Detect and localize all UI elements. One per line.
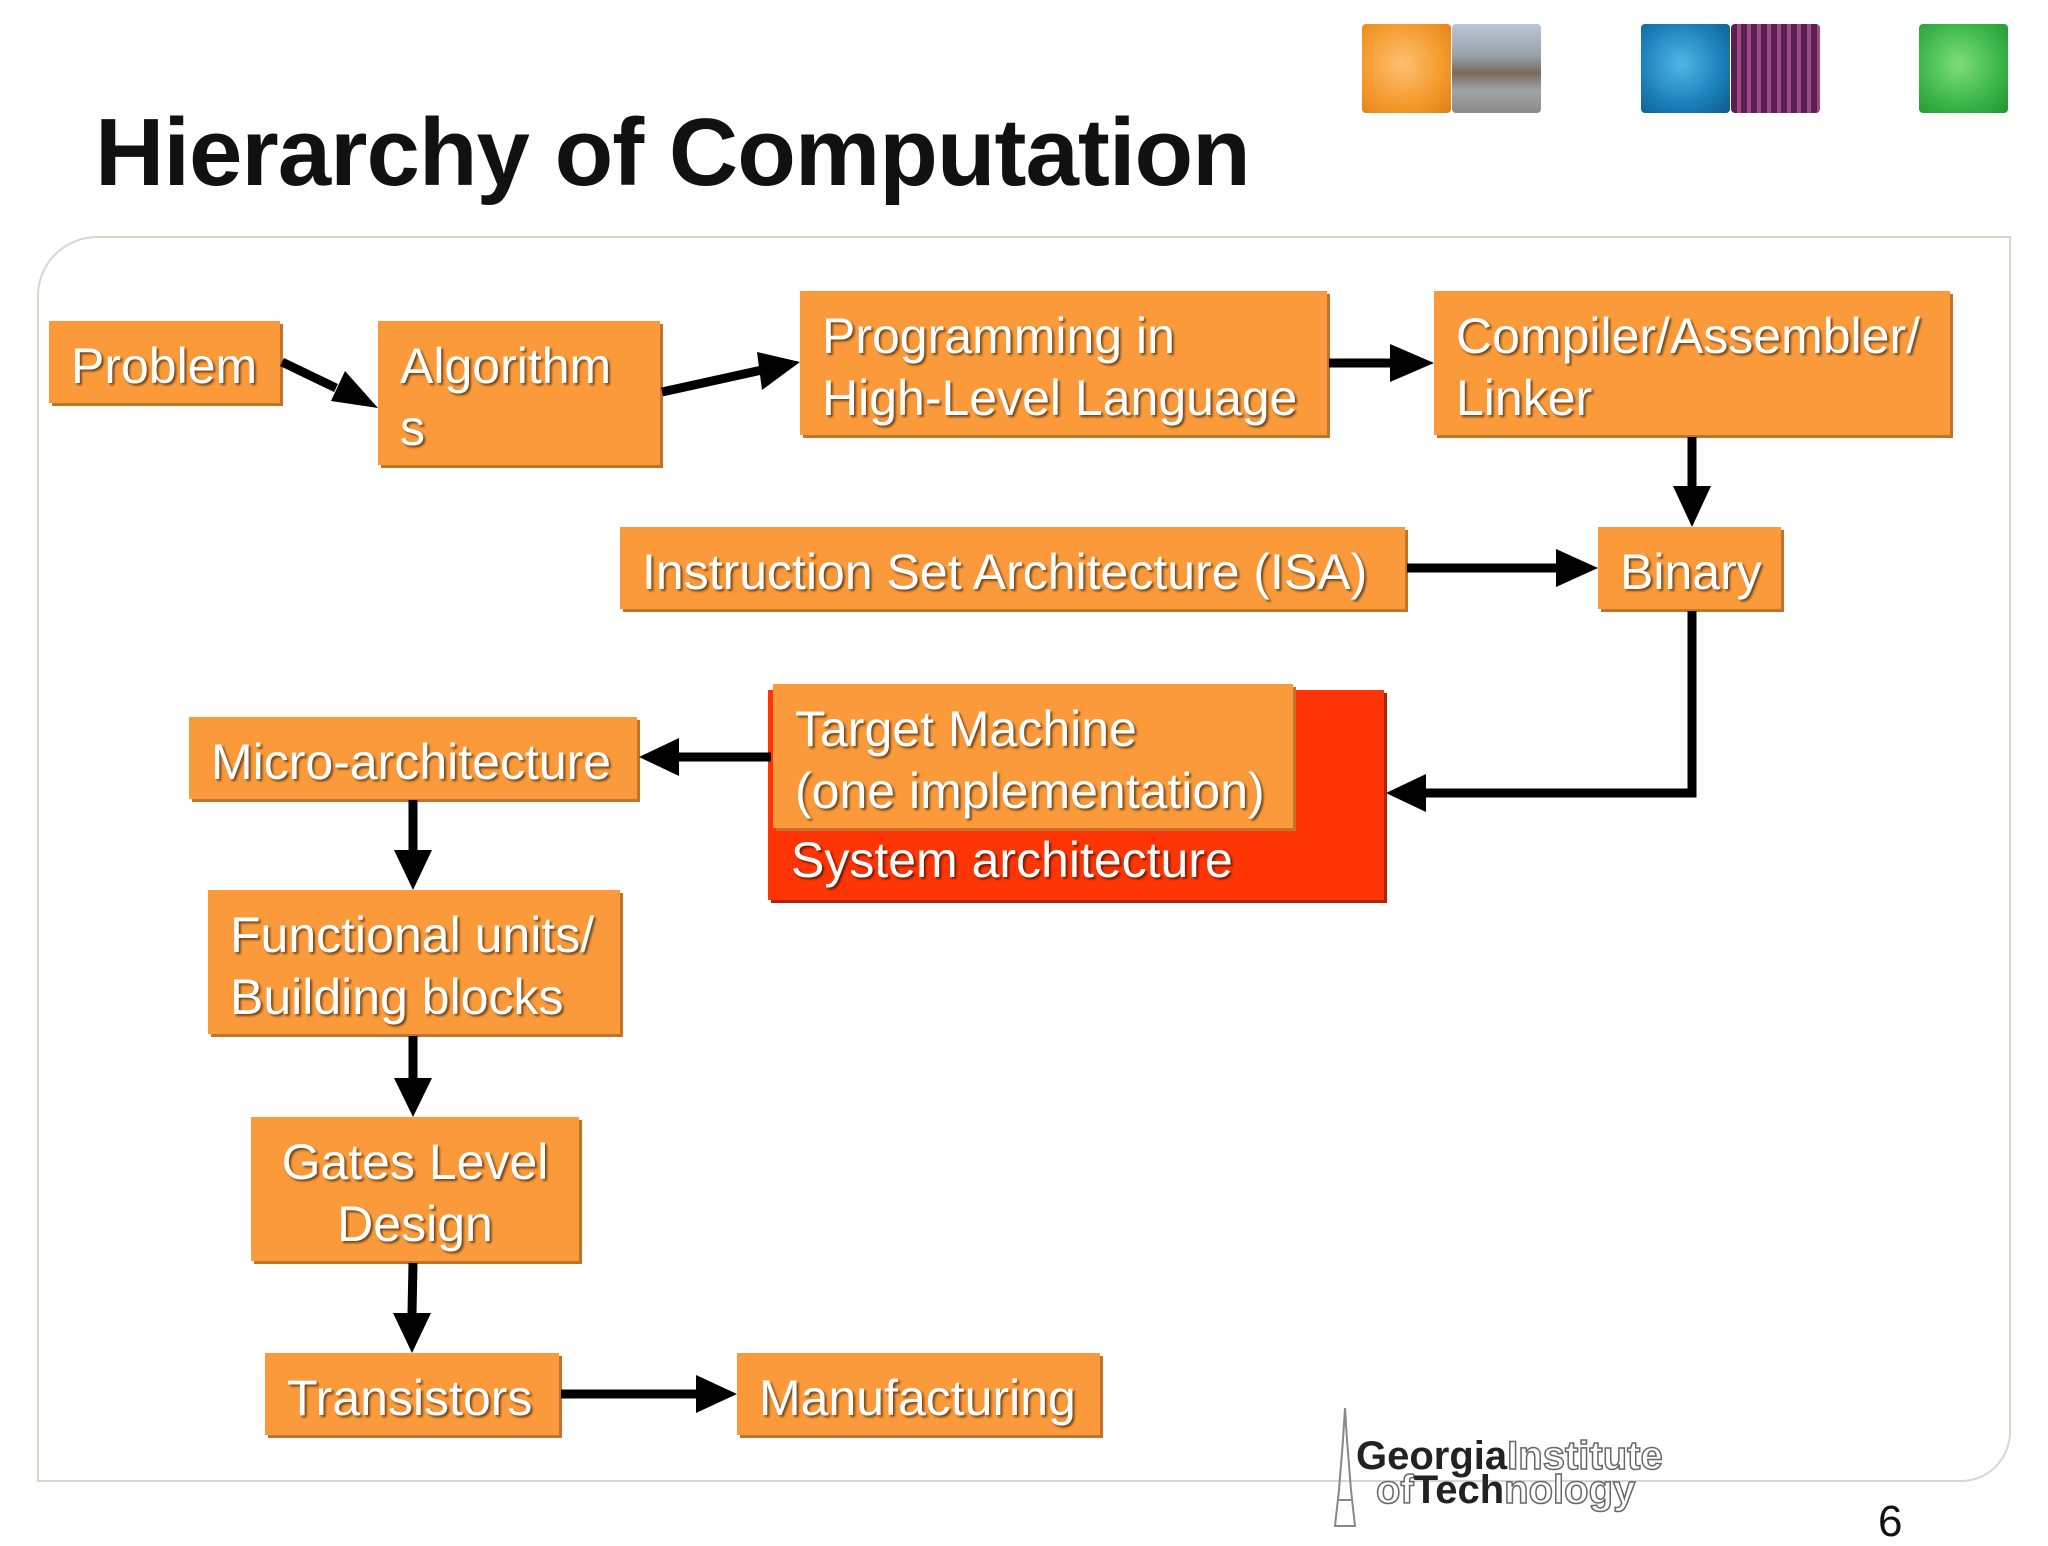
- binary-node: Binary: [1598, 527, 1781, 609]
- logo-line-1: GeorgiaInstitute: [1356, 1434, 1663, 1478]
- compiler-label-line1: Compiler/Assembler/: [1456, 308, 1921, 364]
- target-machine-node: Target Machine (one implementation): [773, 684, 1293, 828]
- logo-word-institute: Institute: [1506, 1434, 1663, 1478]
- arrowhead-gates: [394, 1078, 432, 1117]
- content-frame: [37, 236, 2011, 1482]
- tower-icon: [1333, 1407, 1357, 1527]
- green-tile: [1919, 24, 2008, 113]
- target-machine-label-line1: Target Machine: [795, 701, 1137, 757]
- micro-architecture-node: Micro-architecture: [189, 717, 637, 799]
- arrowhead-manufacturing: [696, 1375, 737, 1413]
- programming-label-line1: Programming in: [822, 308, 1175, 364]
- functional-units-node: Functional units/ Building blocks: [208, 890, 620, 1034]
- arrow-gates-to-transistors: [407, 1262, 418, 1315]
- arrowhead-compiler: [1390, 344, 1434, 382]
- arrowhead-programming: [757, 352, 800, 390]
- compiler-label-line2: Linker: [1456, 370, 1593, 426]
- programming-node: Programming in High-Level Language: [800, 291, 1327, 435]
- arrowhead-algorithms: [331, 371, 378, 408]
- logo-line-2: ofTechnology: [1375, 1468, 1636, 1512]
- arrowhead-binary-down: [1673, 486, 1711, 527]
- compiler-node: Compiler/Assembler/ Linker: [1434, 291, 1950, 435]
- functional-units-label-line2: Building blocks: [230, 969, 564, 1025]
- algorithms-label-line2: s: [400, 400, 425, 456]
- georgia-tech-logo: [1325, 1400, 1765, 1536]
- page-number: 6: [1878, 1497, 1903, 1546]
- programming-label-line2: High-Level Language: [822, 370, 1298, 426]
- transistors-label: Transistors: [287, 1370, 533, 1426]
- gates-level-node: Gates Level Design: [251, 1117, 579, 1261]
- logo-word-nology: nology: [1503, 1468, 1636, 1512]
- logo-word-georgia: Georgia: [1356, 1434, 1508, 1478]
- blue-tile: [1641, 24, 1730, 113]
- logo-word-of: of: [1375, 1468, 1414, 1512]
- arrowhead-transistors: [393, 1313, 431, 1353]
- isa-label: Instruction Set Architecture (ISA): [642, 544, 1368, 600]
- slide-title: Hierarchy of Computation: [95, 99, 1251, 206]
- arrowhead-binary-left: [1556, 549, 1598, 587]
- transistors-node: Transistors: [265, 1353, 559, 1435]
- binary-label: Binary: [1620, 544, 1762, 600]
- campus-photo-tile: [1452, 24, 1541, 113]
- system-architecture-label: System architecture: [791, 832, 1233, 888]
- problem-label: Problem: [71, 338, 258, 394]
- arrowhead-micro: [639, 738, 679, 776]
- arrow-binary-to-target: [1426, 611, 1697, 798]
- arrowhead-functional: [394, 850, 432, 890]
- micro-architecture-label: Micro-architecture: [211, 734, 612, 790]
- problem-node: Problem: [49, 321, 280, 403]
- functional-units-label-line1: Functional units/: [230, 907, 595, 963]
- manufacturing-label: Manufacturing: [759, 1370, 1076, 1426]
- manufacturing-node: Manufacturing: [737, 1353, 1100, 1435]
- algorithms-node: Algorithm s: [378, 321, 660, 465]
- isa-node: Instruction Set Architecture (ISA): [620, 527, 1405, 609]
- gates-level-label-line1: Gates Level: [281, 1134, 549, 1190]
- logo-word-tech: Tech: [1413, 1468, 1505, 1512]
- arrowhead-target: [1386, 774, 1426, 812]
- orange-tile: [1362, 24, 1451, 113]
- arrow-problem-to-algorithms: [280, 357, 338, 393]
- algorithms-label-line1: Algorithm: [400, 338, 612, 394]
- target-machine-label-line2: (one implementation): [795, 763, 1265, 819]
- chip-photo-tile: [1731, 24, 1820, 113]
- arrow-algorithms-to-programming: [661, 365, 763, 397]
- gates-level-label-line2: Design: [337, 1196, 493, 1252]
